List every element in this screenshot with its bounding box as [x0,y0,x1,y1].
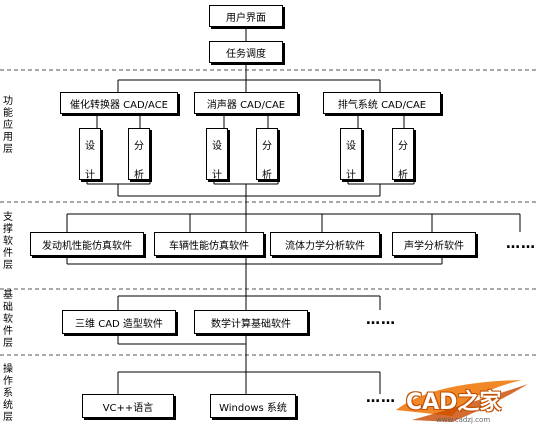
vehicle-simulation-box: 车辆性能仿真软件 [154,232,264,256]
task-scheduling-box: 任务调度 [209,41,283,63]
watermark-brand: CAD之家 [406,390,502,415]
watermark-swoosh-icon [396,380,528,422]
analysis-text: 分析 [134,141,144,181]
catalytic-converter-module: 催化转换器 CAD/ACE [60,92,178,114]
layer-label-support: 支撑软件层 [3,212,13,271]
foundation-ellipsis: …… [366,312,396,328]
acoustic-analysis-box: 声学分析软件 [392,232,476,256]
design-box-3: 设计 [340,128,362,181]
analysis-text: 分析 [262,141,272,181]
analysis-box-3: 分析 [392,128,414,181]
layer-label-foundation: 基础软件层 [3,290,13,349]
windows-system-box: Windows 系统 [210,394,296,418]
math-computing-box: 数学计算基础软件 [194,310,308,334]
support-ellipsis: …… [506,236,536,252]
engine-simulation-box: 发动机性能仿真软件 [30,232,144,256]
user-interface-box: 用户界面 [209,5,283,27]
watermark-logo: CAD之家 www.cadzj.com [392,376,532,426]
design-box-1: 设计 [79,128,101,181]
watermark-url: www.cadzj.com [436,416,491,424]
design-text: 设计 [85,141,95,181]
vc-language-box: VC++语言 [82,394,174,418]
analysis-text: 分析 [398,141,408,181]
layer-label-os: 操作系统层 [3,364,13,423]
analysis-box-1: 分析 [128,128,150,181]
cad-modeling-box: 三维 CAD 造型软件 [62,310,176,334]
muffler-module: 消声器 CAD/CAE [194,92,298,114]
analysis-box-2: 分析 [256,128,278,181]
design-text: 设计 [346,141,356,181]
os-ellipsis: …… [366,390,396,406]
layer-label-functional: 功能应用层 [3,96,13,155]
exhaust-system-module: 排气系统 CAD/CAE [323,92,441,114]
design-text: 设计 [212,141,222,181]
design-box-2: 设计 [206,128,228,181]
fluid-analysis-box: 流体力学分析软件 [270,232,380,256]
